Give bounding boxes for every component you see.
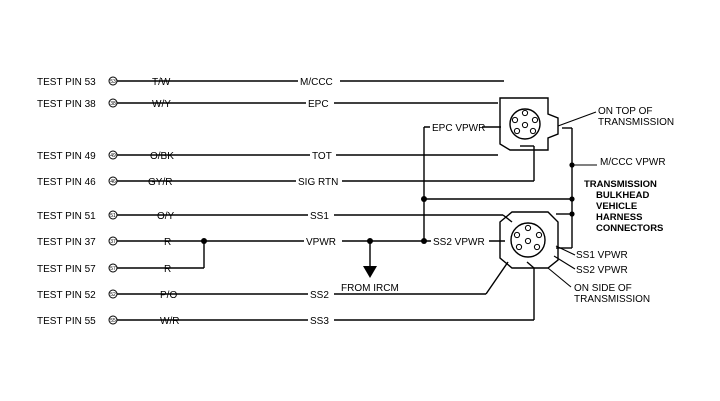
- label-backdrop: [431, 234, 489, 246]
- pin-mark: 57: [110, 266, 116, 272]
- top-connector: ON TOP OF TRANSMISSION: [499, 97, 674, 151]
- test-pin-label: TEST PIN 37: [37, 237, 96, 248]
- epc-vpwr-label: EPC VPWR: [432, 123, 485, 134]
- test-pin-label: TEST PIN 53: [37, 77, 96, 88]
- test-pin-label: TEST PIN 52: [37, 290, 96, 301]
- connector-pin: [531, 116, 539, 124]
- connector-pin: [524, 237, 532, 245]
- test-pin-label: TEST PIN 38: [37, 99, 96, 110]
- test-pin-49-row: TEST PIN 49 49 O/BK TOT: [37, 148, 498, 162]
- wire-color-label: O/Y: [157, 211, 175, 222]
- circuit-label: SS3: [310, 316, 329, 327]
- bulkhead-line-2: BULKHEAD: [596, 190, 649, 201]
- connector-housing: [499, 97, 559, 151]
- test-pin-57-row: TEST PIN 57 57 R: [37, 241, 205, 275]
- circuit-label: SS2: [310, 290, 329, 301]
- circuit-label: TOT: [312, 151, 332, 162]
- wire-color-label: W/Y: [152, 99, 171, 110]
- test-pin-38-row: TEST PIN 38 38 W/Y EPC: [37, 96, 498, 110]
- label-backdrop: [308, 208, 334, 220]
- pin-mark: 38: [110, 101, 116, 107]
- arrow-down-icon: [363, 266, 377, 278]
- ss2-vpwr-label: SS2 VPWR: [433, 237, 485, 248]
- circuit-label: SS1: [310, 211, 329, 222]
- on-side-label-2: TRANSMISSION: [574, 294, 650, 305]
- pin-mark: 53: [110, 79, 116, 85]
- bulkhead-line-1: TRANSMISSION: [584, 179, 657, 190]
- connector-pin: [513, 127, 521, 135]
- test-pin-46-row: TEST PIN 46 46 GY/R SIG RTN: [37, 145, 535, 188]
- vpwr-distribution: FROM IRCM EPC VPWR SS2 VPWR M/CCC VPWR: [341, 120, 666, 294]
- wire-color-label: T/W: [152, 77, 171, 88]
- bulkhead-label: TRANSMISSION BULKHEAD VEHICLE HARNESS CO…: [584, 179, 663, 234]
- pin-mark: 55: [110, 318, 116, 324]
- wire-color-label: R: [164, 264, 171, 275]
- test-pin-label: TEST PIN 57: [37, 264, 96, 275]
- test-pin-51-row: TEST PIN 51 51 O/Y SS1: [37, 208, 513, 223]
- circuit-label: M/CCC: [300, 77, 333, 88]
- circuit-label: VPWR: [306, 237, 336, 248]
- pin-mark: 37: [110, 239, 116, 245]
- test-pin-label: TEST PIN 46: [37, 177, 96, 188]
- from-ircm-label: FROM IRCM: [341, 283, 399, 294]
- connector-pin: [521, 121, 529, 129]
- test-pin-52-row: TEST PIN 52 52 P/O SS2: [37, 261, 509, 301]
- connector-pin: [513, 231, 521, 239]
- pin-mark: 52: [110, 292, 116, 298]
- wire-color-label: GY/R: [148, 177, 172, 188]
- connector-pin: [515, 243, 523, 251]
- wire-color-label: W/R: [160, 316, 179, 327]
- bulkhead-line-5: CONNECTORS: [596, 223, 663, 234]
- connector-face: [509, 108, 541, 140]
- test-pin-label: TEST PIN 49: [37, 151, 96, 162]
- label-backdrop: [298, 74, 340, 86]
- test-pin-label: TEST PIN 51: [37, 211, 96, 222]
- test-pin-55-row: TEST PIN 55 55 W/R SS3: [37, 261, 535, 327]
- ss2-vpwr-right-label: SS2 VPWR: [576, 265, 628, 276]
- circuit-label: SIG RTN: [298, 177, 338, 188]
- label-backdrop: [296, 174, 342, 186]
- mccc-vpwr-label: M/CCC VPWR: [600, 157, 666, 168]
- circuit-label: EPC: [308, 99, 329, 110]
- connector-pin: [524, 224, 532, 232]
- leader-on-top: [557, 111, 597, 127]
- connector-housing: [499, 211, 559, 269]
- ss1-vpwr-label: SS1 VPWR: [576, 250, 628, 261]
- label-backdrop: [306, 96, 334, 108]
- wire-ss3-in: [526, 261, 535, 269]
- connector-pin: [529, 127, 537, 135]
- pin-mark: 51: [110, 213, 116, 219]
- leader-ss1-vpwr: [555, 245, 576, 256]
- connector-pin: [533, 243, 541, 251]
- leader-on-side: [547, 267, 572, 288]
- on-top-label-2: TRANSMISSION: [598, 117, 674, 128]
- leader-ss2-vpwr: [553, 255, 576, 270]
- wire-ss2-bend: [485, 261, 509, 295]
- bulkhead-line-3: VEHICLE: [596, 201, 637, 212]
- on-top-label-1: ON TOP OF: [598, 106, 652, 117]
- label-backdrop: [310, 148, 336, 160]
- label-backdrop: [308, 313, 334, 325]
- wire-ss1-bend: [502, 214, 513, 223]
- label-backdrop: [304, 234, 342, 246]
- wire-color-label: O/BK: [150, 151, 174, 162]
- test-pin-53-row: TEST PIN 53 53 T/W M/CCC: [37, 74, 504, 88]
- side-connector: SS1 VPWR SS2 VPWR ON SIDE OF TRANSMISSIO…: [499, 211, 650, 305]
- pin-mark: 49: [110, 153, 116, 159]
- test-pin-label: TEST PIN 55: [37, 316, 96, 327]
- label-backdrop: [308, 287, 334, 299]
- bulkhead-line-4: HARNESS: [596, 212, 642, 223]
- connector-face: [510, 222, 546, 258]
- label-backdrop: [430, 120, 482, 132]
- on-side-label-1: ON SIDE OF: [574, 283, 632, 294]
- connector-pin: [511, 116, 519, 124]
- connector-pin: [535, 231, 543, 239]
- pin-mark: 46: [110, 179, 116, 185]
- wire-color-label: P/O: [160, 290, 177, 301]
- splice-dot: [569, 196, 575, 202]
- connector-pin: [521, 109, 529, 117]
- wire-color-label: R: [164, 237, 171, 248]
